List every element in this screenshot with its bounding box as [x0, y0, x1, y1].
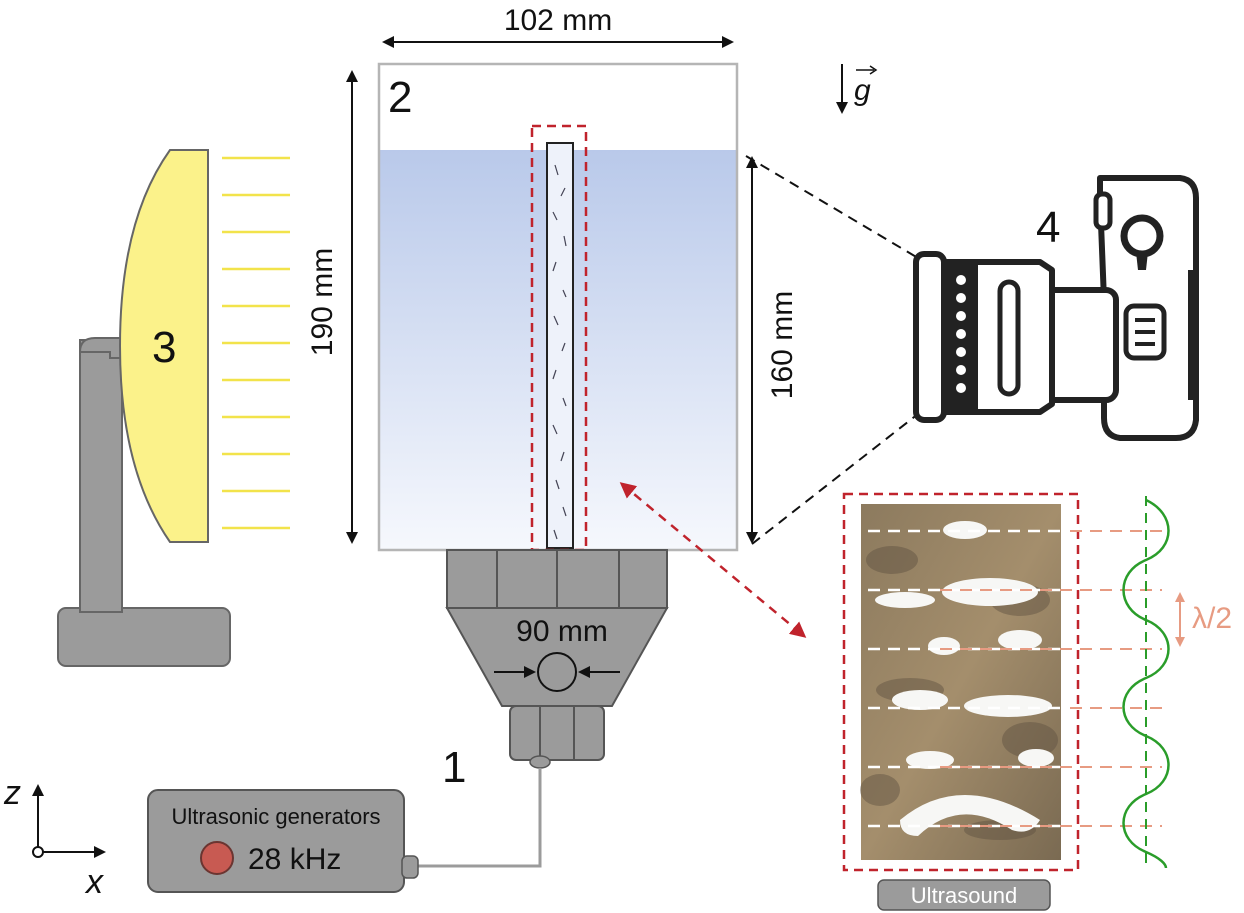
- sample-tube: [546, 142, 574, 549]
- height-label: 190 mm: [306, 248, 339, 356]
- camera-viewfinder: [1120, 214, 1164, 258]
- vessel: 2: [377, 62, 739, 552]
- light-rays: [222, 156, 290, 530]
- generator-title: Ultrasonic generators: [171, 804, 380, 829]
- width-dimension: 102 mm: [382, 4, 734, 48]
- liquid-height-label: 160 mm: [766, 291, 799, 399]
- region-of-interest: [530, 124, 588, 552]
- lamp: 3: [57, 149, 290, 667]
- inset-caption: Ultrasound: [911, 883, 1017, 908]
- height-dimension: 190 mm: [306, 70, 358, 544]
- camera-shutter-button: [1093, 191, 1113, 231]
- generator-frequency: 28 kHz: [248, 843, 341, 876]
- axis-z-label: z: [3, 774, 21, 812]
- inset-caption-box: [877, 879, 1051, 911]
- wave-curve: [1122, 498, 1170, 869]
- width-label: 102 mm: [504, 4, 612, 37]
- camera: 4: [745, 155, 1199, 545]
- axis-x-label: x: [84, 863, 104, 901]
- gravity-label: g: [854, 74, 871, 107]
- liquid-height-dimension: 160 mm: [746, 156, 799, 544]
- standing-wave: λ/2: [1122, 496, 1232, 869]
- particle-clusters: [875, 521, 1054, 836]
- lamp-reflector: [118, 149, 209, 543]
- tube-particles: [552, 164, 567, 540]
- ultrasonic-generator: Ultrasonic generators 28 kHz: [147, 789, 419, 893]
- node-lines-salmon: [940, 530, 1162, 827]
- generator-cable: [410, 768, 542, 868]
- lamp-number: 3: [152, 323, 176, 372]
- lens-front: [913, 251, 947, 423]
- half-wavelength-label: λ/2: [1192, 602, 1232, 635]
- inset-photo-frame: [842, 492, 1080, 872]
- camera-number: 4: [1036, 203, 1060, 252]
- transducer-connector: [529, 755, 551, 769]
- gravity-indicator: g: [836, 64, 878, 114]
- inset-photo: Ultrasound: [842, 492, 1162, 911]
- lamp-base: [57, 607, 231, 667]
- transducer: 90 mm 1: [442, 549, 669, 792]
- horn-diameter-circle: [537, 652, 577, 692]
- vessel-number: 2: [388, 73, 412, 122]
- camera-grip: [1188, 270, 1198, 400]
- horn-diameter-label: 90 mm: [516, 615, 608, 648]
- transducer-number: 1: [442, 743, 466, 792]
- coordinate-axes: z x: [3, 774, 106, 901]
- zoom-link-arrow: [619, 482, 807, 638]
- lens-slot: [997, 279, 1021, 397]
- transducer-horn: [445, 607, 669, 707]
- lens-ring-dots: [956, 275, 966, 393]
- transducer-body: [509, 705, 605, 761]
- indicator-light: [200, 841, 234, 875]
- view-line-top: [745, 155, 919, 259]
- generator-plug: [401, 855, 419, 879]
- lamp-stand: [79, 339, 123, 613]
